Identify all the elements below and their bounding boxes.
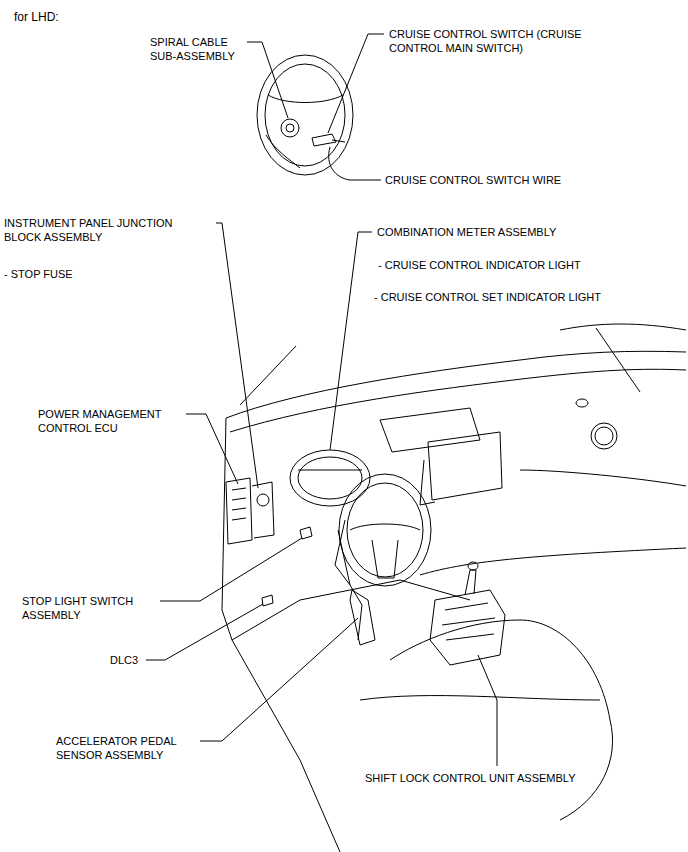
part-label: POWER MANAGEMENT CONTROL ECU <box>38 407 186 435</box>
part-label: SPIRAL CABLE SUB-ASSEMBLY <box>150 35 248 63</box>
part-label: CRUISE CONTROL SWITCH (CRUISE CONTROL MA… <box>389 27 614 55</box>
leader-lines <box>146 34 497 766</box>
steering-wheel-detail <box>257 55 353 175</box>
part-label: SHIFT LOCK CONTROL UNIT ASSEMBLY <box>365 771 575 785</box>
part-label: INSTRUMENT PANEL JUNCTION BLOCK ASSEMBLY <box>4 216 209 244</box>
page-title: for LHD: <box>14 10 59 24</box>
part-label: CRUISE CONTROL SWITCH WIRE <box>385 173 561 187</box>
part-label: DLC3 <box>110 653 138 667</box>
part-label: - STOP FUSE <box>4 267 73 281</box>
part-label: - CRUISE CONTROL SET INDICATOR LIGHT <box>374 290 601 304</box>
vehicle-interior <box>222 324 686 852</box>
part-label: ACCELERATOR PEDAL SENSOR ASSEMBLY <box>56 734 198 762</box>
part-label: STOP LIGHT SWITCH ASSEMBLY <box>22 594 158 622</box>
part-label: COMBINATION METER ASSEMBLY <box>377 225 556 239</box>
part-label: - CRUISE CONTROL INDICATOR LIGHT <box>378 258 581 272</box>
